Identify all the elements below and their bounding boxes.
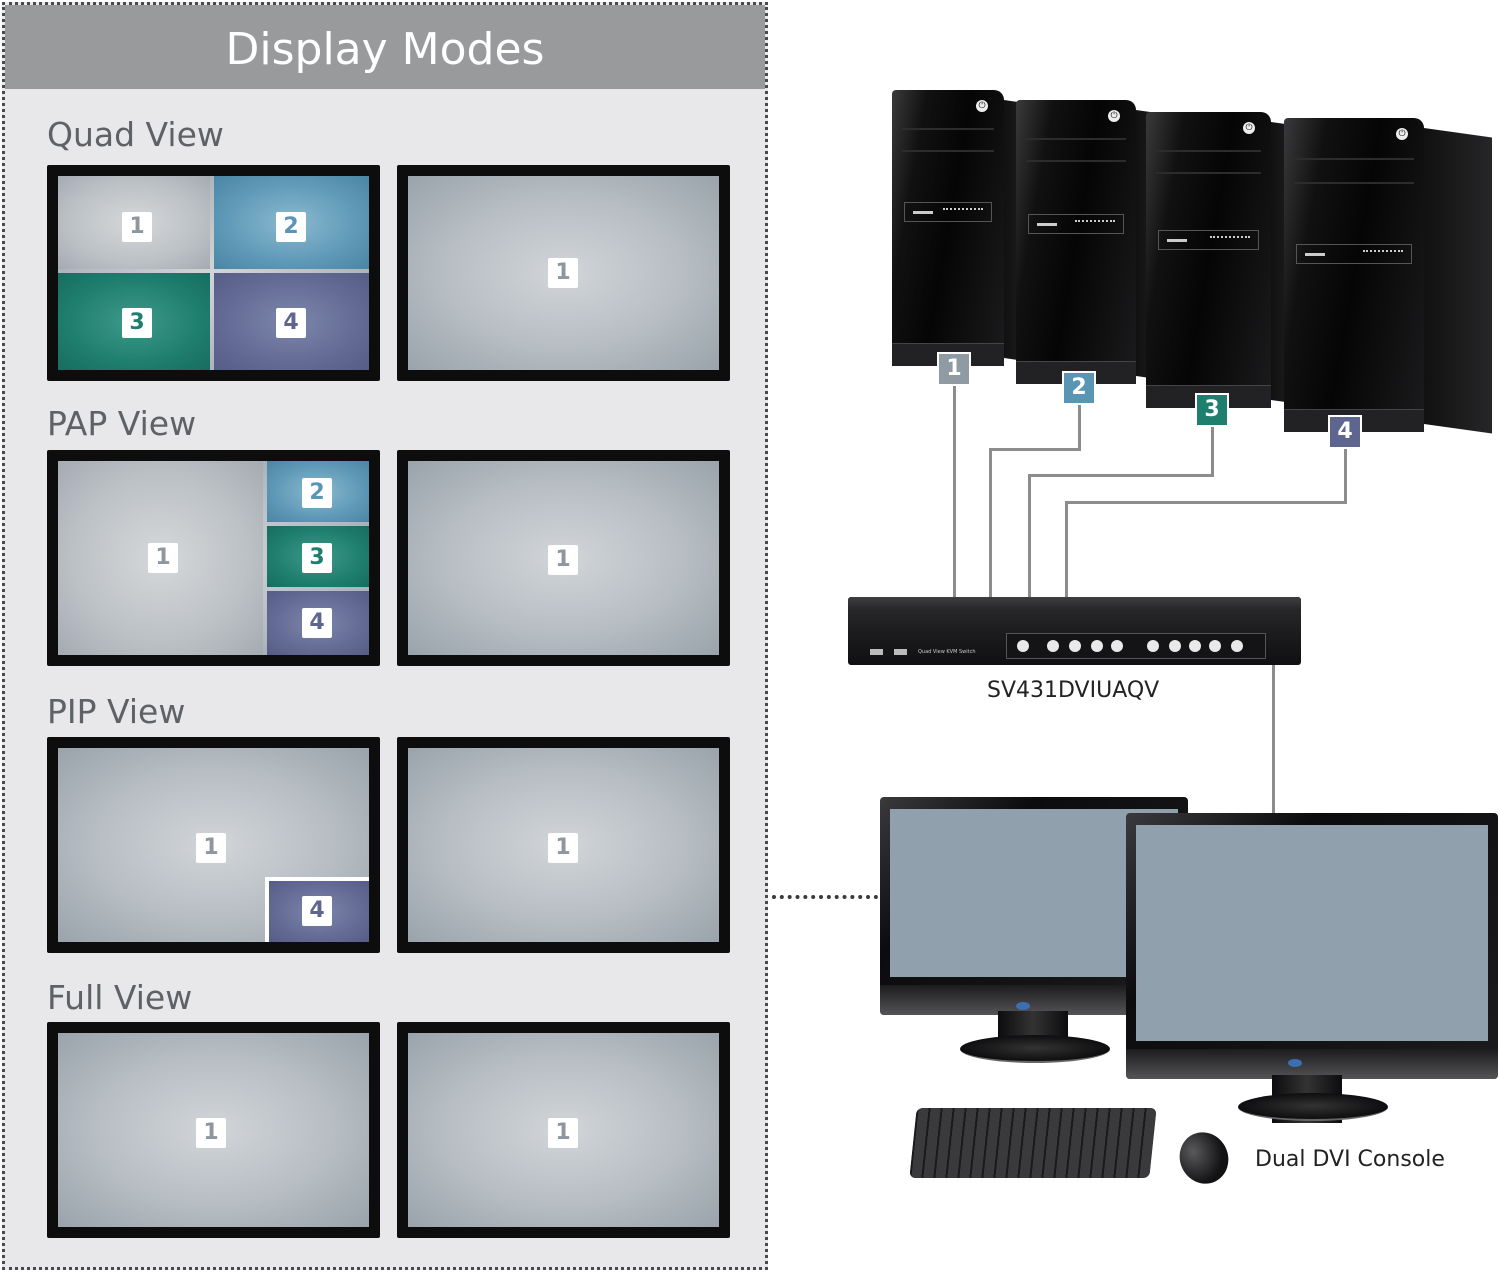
full-monitor-right: 1	[397, 1022, 730, 1238]
cable-3	[1028, 474, 1031, 598]
kvm-front-text: Quad View KVM Switch	[918, 649, 976, 655]
full-monitor-left: 1	[47, 1022, 380, 1238]
mode-label-full: Full View	[47, 978, 193, 1017]
console-cable	[1272, 664, 1275, 814]
kvm-model-label: SV431DVIUAQV	[987, 678, 1160, 703]
screen-badge: 1	[548, 833, 578, 863]
pap-monitor-left: 1 2 3 4	[47, 450, 380, 666]
screen-badge: 1	[122, 212, 152, 242]
console-monitor-right	[1126, 813, 1498, 1123]
mode-label-pip: PIP View	[47, 692, 186, 731]
mouse	[1171, 1124, 1237, 1192]
computer-1: ⏻	[892, 90, 1040, 366]
pap-monitor-right: 1	[397, 450, 730, 666]
cable-2	[989, 448, 992, 598]
panel-connector-line	[772, 895, 878, 899]
cable-3	[1028, 474, 1214, 477]
cable-3	[1211, 424, 1214, 476]
port-tag-4: 4	[1328, 415, 1362, 449]
mode-label-quad: Quad View	[47, 115, 224, 154]
cable-4	[1344, 446, 1347, 503]
pip-monitor-right: 1	[397, 737, 730, 953]
screen-badge: 1	[196, 833, 226, 863]
panel-title: Display Modes	[5, 5, 765, 89]
cable-2	[989, 448, 1081, 451]
kvm-switch: Quad View KVM Switch	[848, 597, 1301, 665]
pip-monitor-left: 1 4	[47, 737, 380, 953]
cable-4	[1065, 501, 1347, 504]
cable-4	[1065, 501, 1068, 598]
screen-badge: 3	[122, 308, 152, 338]
screen-badge: 4	[276, 308, 306, 338]
computer-3: ⏻	[1146, 112, 1307, 408]
cable-1	[953, 384, 956, 598]
screen-badge: 1	[548, 545, 578, 575]
screen-badge: 1	[548, 1118, 578, 1148]
cable-2	[1078, 402, 1081, 450]
computer-2: ⏻	[1016, 100, 1172, 384]
screen-badge: 1	[148, 543, 178, 573]
port-tag-2: 2	[1062, 371, 1096, 405]
screen-badge: 4	[302, 896, 332, 926]
quad-monitor-left: 1 2 3 4	[47, 165, 380, 381]
quad-monitor-right: 1	[397, 165, 730, 381]
port-tag-1: 1	[937, 352, 971, 386]
screen-badge: 2	[302, 478, 332, 508]
mode-label-pap: PAP View	[47, 404, 197, 443]
keyboard	[909, 1108, 1157, 1178]
port-tag-3: 3	[1195, 393, 1229, 427]
screen-badge: 3	[302, 543, 332, 573]
console-label: Dual DVI Console	[1255, 1147, 1445, 1172]
screen-badge: 1	[196, 1118, 226, 1148]
computer-4: ⏻	[1284, 118, 1492, 434]
screen-badge: 4	[302, 608, 332, 638]
screen-badge: 1	[548, 258, 578, 288]
screen-badge: 2	[276, 212, 306, 242]
display-modes-panel: Display Modes Quad View 1 2 3 4 1 PAP Vi…	[2, 2, 768, 1270]
